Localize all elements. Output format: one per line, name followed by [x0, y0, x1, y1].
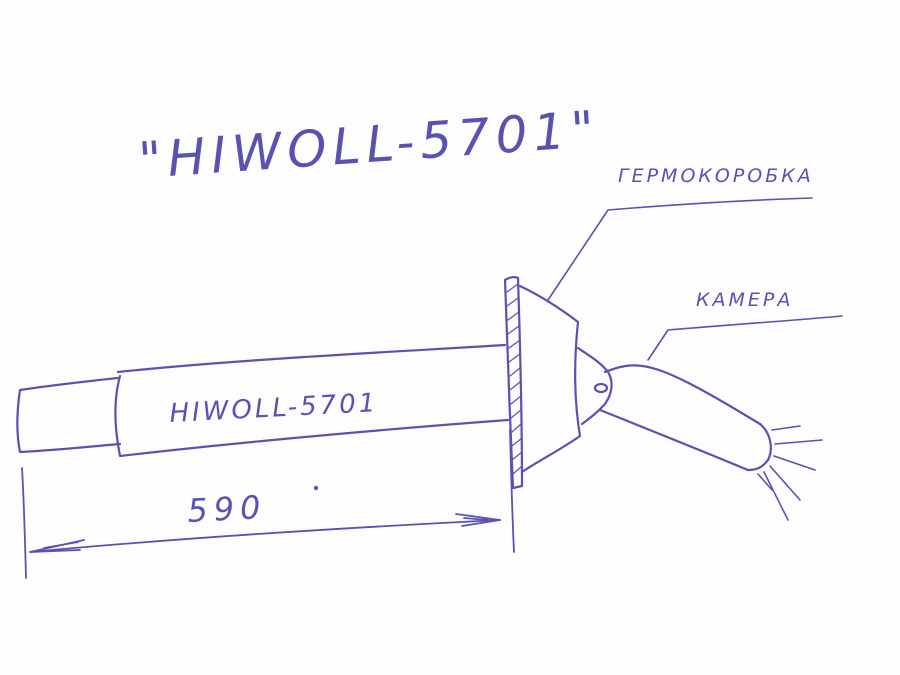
rod-main-body	[114, 343, 510, 458]
rod-label: HIWOLL-5701	[169, 388, 379, 429]
dimension-line	[29, 519, 501, 553]
dimension-arrow-right	[455, 513, 501, 527]
dimension-value: 590	[186, 488, 267, 530]
flange-hatching	[506, 283, 523, 475]
housing-leader	[547, 197, 813, 301]
light-rays	[757, 425, 823, 521]
ink-dot	[313, 485, 319, 491]
camera-joint	[576, 346, 613, 426]
camera-body	[598, 364, 762, 472]
drawing-title: "HIWOLL-5701"	[137, 100, 602, 190]
dimension-arrow-left	[29, 539, 85, 553]
rod-narrow-section	[16, 376, 122, 454]
pivot-point	[593, 382, 609, 394]
camera-leader	[647, 315, 843, 361]
camera-callout: КАМЕРА	[696, 289, 793, 311]
mounting-flange	[503, 275, 524, 490]
dimension-extension-lines	[21, 429, 515, 579]
housing-callout: ГЕРМОКОРОБКА	[618, 165, 814, 187]
hermetic-box	[518, 284, 582, 474]
camera-lens	[746, 422, 772, 472]
